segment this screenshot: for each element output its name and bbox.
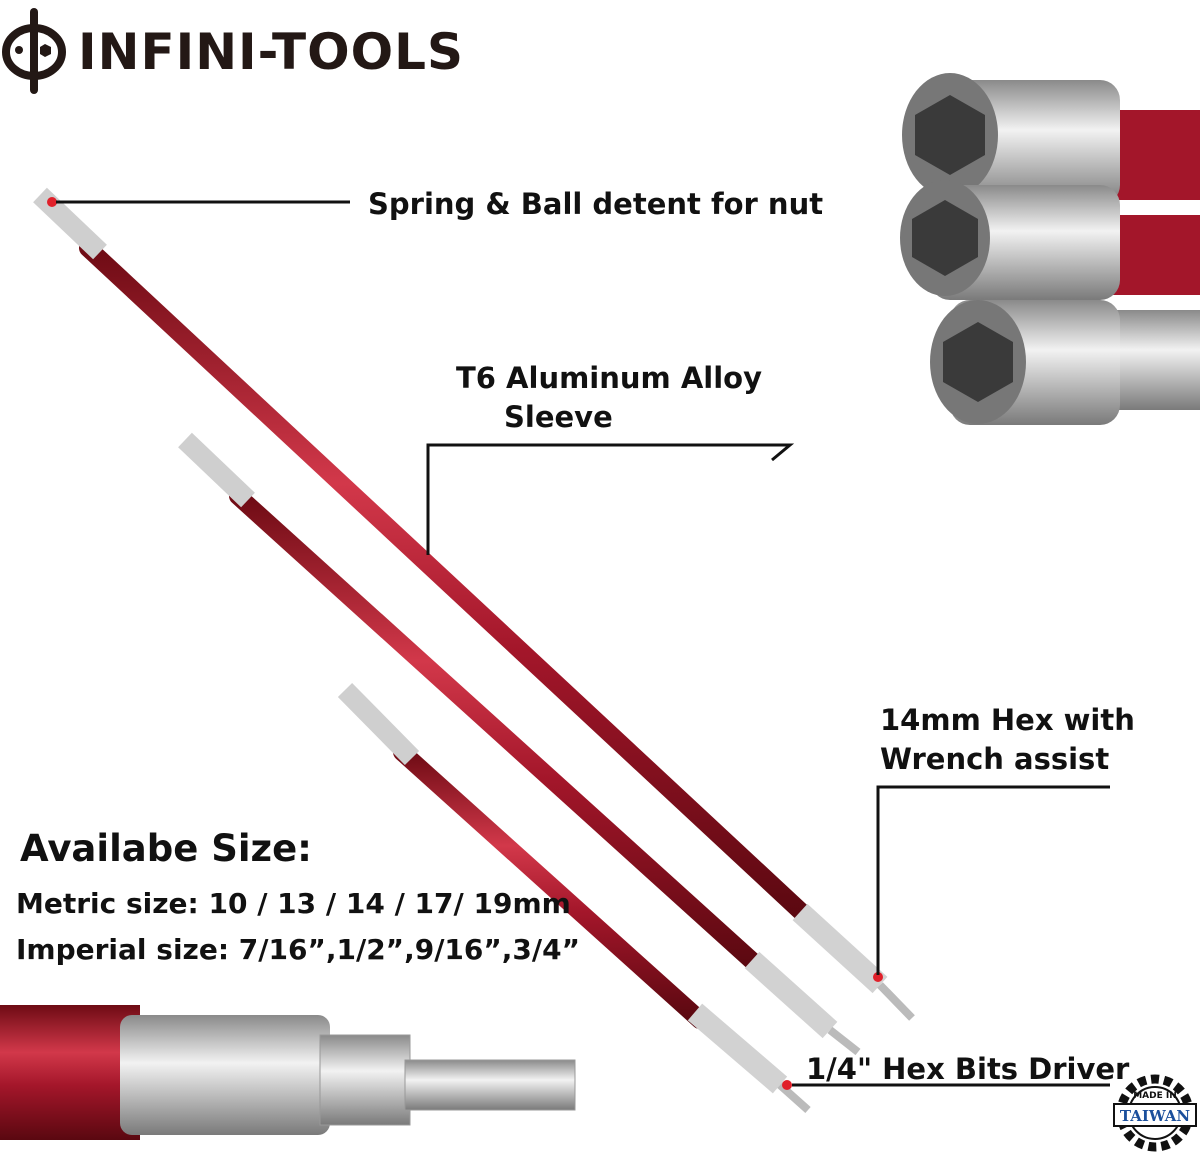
badge-center-text: TAIWAN [1120, 1107, 1191, 1125]
metric-sizes: Metric size: 10 / 13 / 14 / 17/ 19mm [16, 887, 571, 920]
imperial-sizes: Imperial size: 7/16”,1/2”,9/16”,3/4” [16, 933, 581, 966]
hex-bit-closeup [0, 1005, 576, 1140]
callout-lines [56, 200, 1110, 1087]
brand-logo: INFINI-TOOLS [78, 23, 465, 81]
made-in-taiwan-badge-icon: TAIWAN MADE IN [1113, 1074, 1197, 1152]
detent-callout: Spring & Ball detent for nut [368, 187, 824, 221]
sleeve-callout-line1: T6 Aluminum Alloy [456, 361, 763, 395]
hex-callout-line1: 14mm Hex with [880, 703, 1135, 737]
extension-rod-short [337, 682, 811, 1113]
sizes-heading: Availabe Size: [20, 827, 312, 870]
badge-top-text: MADE IN [1133, 1091, 1177, 1101]
extension-rod-long [33, 187, 915, 1021]
sleeve-callout-line2: Sleeve [504, 400, 613, 434]
hex-callout-line2: Wrench assist [880, 742, 1110, 776]
logo-mark-icon [2, 8, 66, 94]
socket-closeup [900, 73, 1200, 425]
bits-callout: 1/4" Hex Bits Driver [806, 1052, 1130, 1086]
extension-rod-medium [178, 432, 861, 1056]
